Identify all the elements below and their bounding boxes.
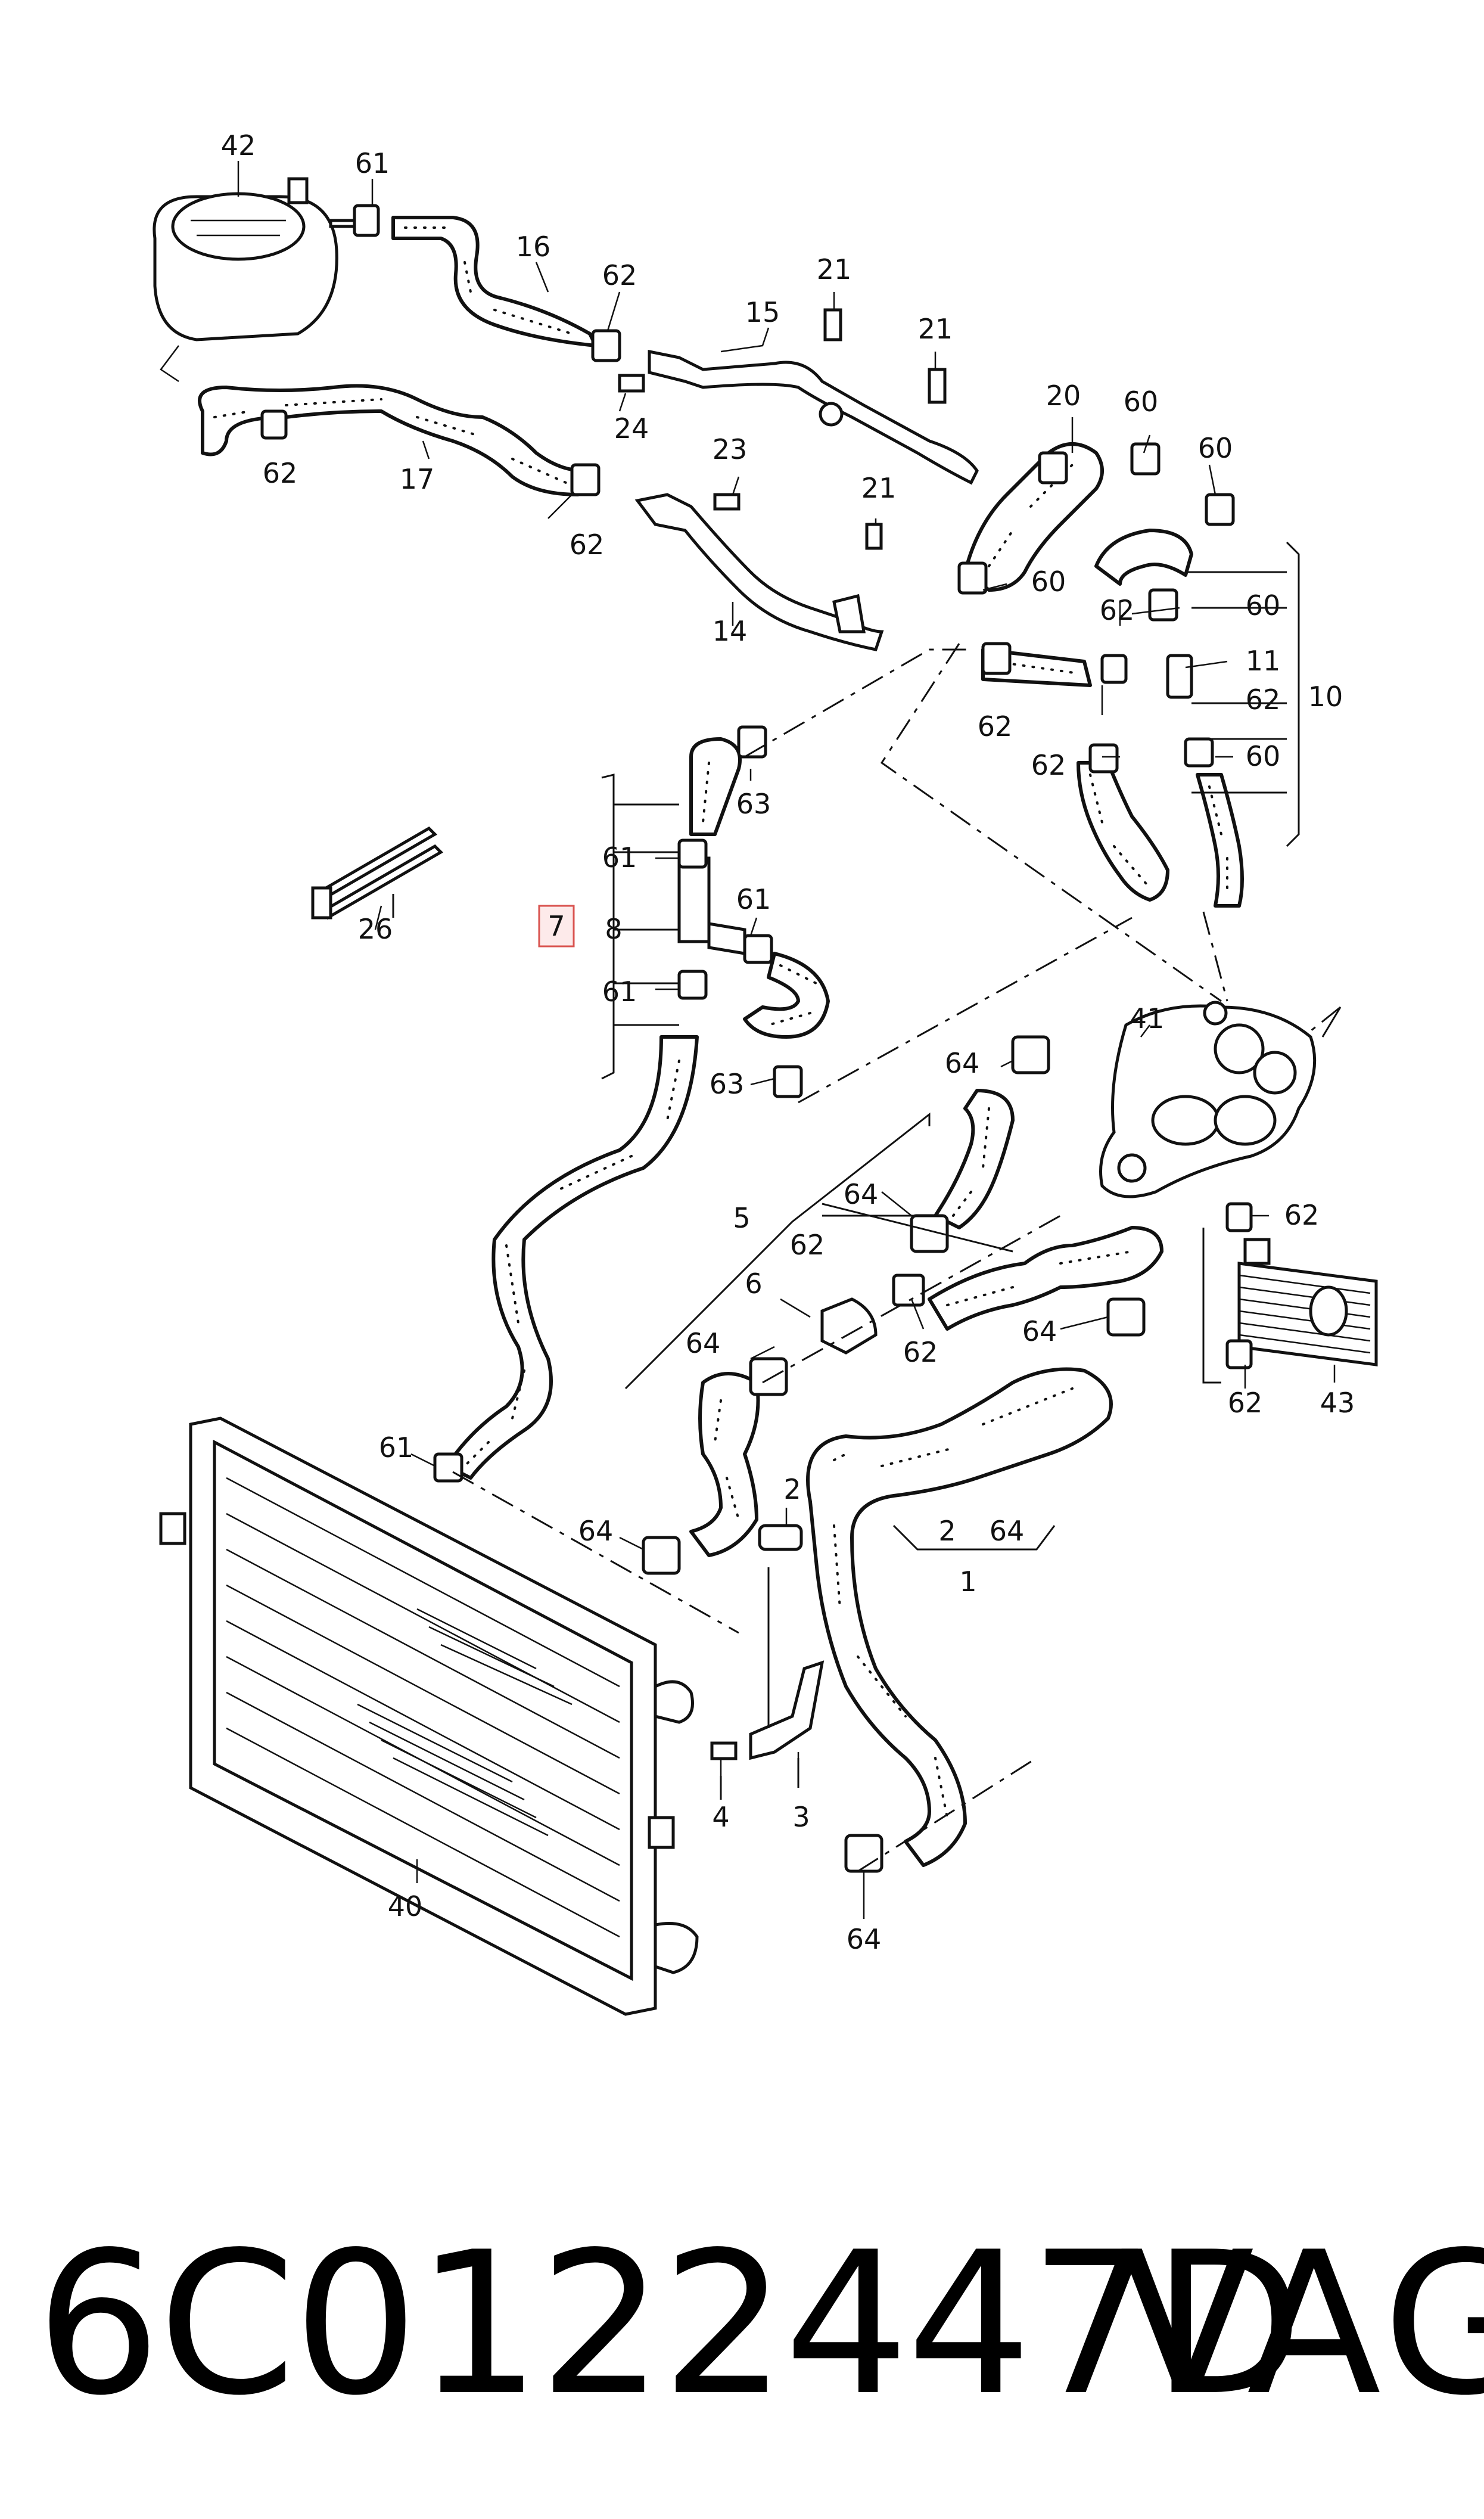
callout-62: 62 bbox=[602, 259, 637, 291]
hose-5 bbox=[934, 1089, 1015, 1229]
pipe-15 bbox=[648, 349, 979, 485]
callout-64: 64 bbox=[578, 1515, 614, 1547]
callout-40: 40 bbox=[388, 1890, 423, 1922]
leader-lines bbox=[237, 161, 1336, 1919]
callout-60: 60 bbox=[1246, 589, 1281, 622]
callout-5: 5 bbox=[733, 1202, 750, 1234]
callout-61: 61 bbox=[355, 147, 390, 179]
callout-3: 3 bbox=[792, 1801, 810, 1833]
callout-60: 60 bbox=[1198, 432, 1233, 464]
callout-43: 43 bbox=[1320, 1387, 1355, 1419]
hose-radiator-upper bbox=[445, 1035, 699, 1480]
callout-60: 60 bbox=[1031, 566, 1066, 598]
callout-62: 62 bbox=[1031, 749, 1066, 781]
callout-11: 11 bbox=[1246, 645, 1281, 677]
callout-7: 7 bbox=[547, 910, 565, 942]
callout-64: 64 bbox=[847, 1923, 882, 1955]
hose-1 bbox=[806, 1367, 1113, 1867]
callout-21: 21 bbox=[861, 472, 897, 504]
callout-64: 64 bbox=[1022, 1315, 1057, 1347]
callout-1: 1 bbox=[959, 1566, 976, 1598]
callout-62: 62 bbox=[570, 529, 605, 561]
coolant-system-exploded-diagram: 42 61 16 62 21 15 21 20 60 60 24 62 17 2… bbox=[153, 129, 1378, 2016]
callout-10: 10 bbox=[1308, 681, 1343, 713]
part-number: 6C0122447D bbox=[36, 2210, 1303, 2439]
bolts bbox=[618, 308, 947, 1760]
pipe-14 bbox=[634, 493, 884, 651]
callout-64: 64 bbox=[990, 1515, 1025, 1547]
callout-6: 6 bbox=[745, 1268, 762, 1300]
hose-17 bbox=[198, 384, 586, 496]
callout-62: 62 bbox=[790, 1229, 825, 1261]
callout-labels: 42 61 16 62 21 15 21 20 60 60 24 62 17 2… bbox=[221, 129, 1355, 1955]
callout-20: 20 bbox=[1046, 380, 1081, 412]
callout-42: 42 bbox=[221, 129, 256, 161]
callout-60: 60 bbox=[1246, 740, 1281, 772]
brand-name: VAG bbox=[1120, 2210, 1484, 2439]
callout-16: 16 bbox=[516, 231, 551, 263]
hose-assembly-10 bbox=[981, 529, 1244, 908]
callout-61: 61 bbox=[379, 1431, 414, 1464]
callout-26: 26 bbox=[358, 913, 393, 945]
callout-64: 64 bbox=[945, 1047, 980, 1079]
callout-63: 63 bbox=[710, 1068, 745, 1100]
callout-62: 62 bbox=[978, 710, 1013, 743]
dashed-connectors bbox=[452, 643, 1341, 1872]
callout-2: 2 bbox=[938, 1515, 956, 1547]
callout-62: 62 bbox=[1246, 684, 1281, 716]
callout-63: 63 bbox=[736, 788, 771, 820]
callout-62: 62 bbox=[263, 457, 298, 489]
footer: 6C0122447D VAG bbox=[0, 2199, 1484, 2449]
hose-branch-7 bbox=[677, 737, 830, 1039]
callout-21: 21 bbox=[817, 253, 852, 285]
callout-64: 64 bbox=[844, 1178, 879, 1210]
thermostat-housing bbox=[1099, 1001, 1317, 1198]
highlight-box bbox=[538, 905, 575, 948]
callout-8: 8 bbox=[605, 913, 622, 945]
hose-6 bbox=[820, 1226, 1163, 1355]
radiator bbox=[159, 1417, 699, 2016]
expansion-tank bbox=[153, 177, 359, 383]
callout-60: 60 bbox=[1124, 386, 1159, 418]
callout-14: 14 bbox=[713, 615, 748, 647]
callout-62: 62 bbox=[1228, 1387, 1263, 1419]
hose-5-lower bbox=[689, 1372, 760, 1557]
callout-41: 41 bbox=[1130, 1002, 1165, 1035]
hose-clamps bbox=[260, 204, 1253, 1873]
cable-tie bbox=[311, 826, 444, 920]
callout-4: 4 bbox=[712, 1801, 729, 1833]
callout-62: 62 bbox=[903, 1336, 938, 1368]
callout-62: 62 bbox=[1284, 1199, 1320, 1231]
callout-15: 15 bbox=[745, 296, 780, 328]
callout-21: 21 bbox=[918, 313, 953, 345]
callout-17: 17 bbox=[400, 463, 435, 495]
callout-64: 64 bbox=[686, 1327, 721, 1359]
callout-61: 61 bbox=[736, 883, 771, 915]
callout-61: 61 bbox=[602, 841, 637, 874]
callout-2: 2 bbox=[783, 1473, 801, 1505]
hose-16 bbox=[391, 216, 598, 347]
callout-61: 61 bbox=[602, 976, 637, 1008]
callout-23: 23 bbox=[713, 433, 748, 465]
bracket-3 bbox=[749, 1524, 825, 1760]
callout-24: 24 bbox=[614, 412, 649, 445]
callout-62: 62 bbox=[1100, 594, 1135, 626]
oil-cooler bbox=[1237, 1238, 1378, 1366]
